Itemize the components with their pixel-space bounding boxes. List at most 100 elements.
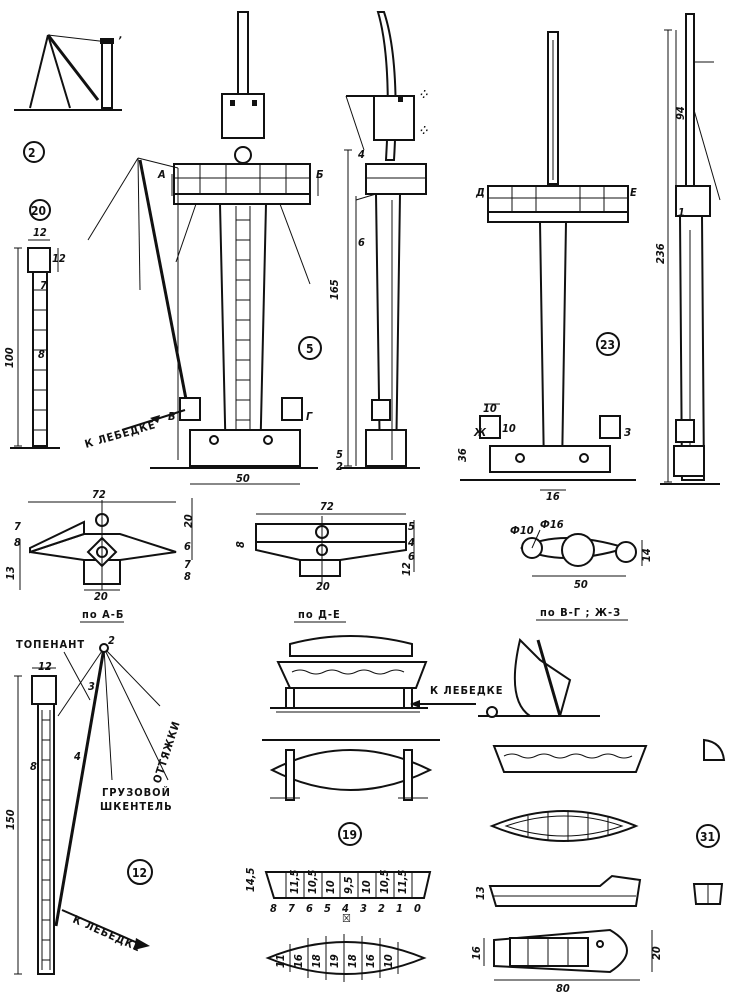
fig12-number: 12 — [132, 866, 147, 880]
boat-station-label-2: 10 — [324, 880, 337, 894]
section-vg-dim-phi16: Ф16 — [540, 518, 564, 531]
boat-station-label-6: 11,5 — [396, 869, 409, 894]
fig12-dim-2: 2 — [108, 634, 115, 647]
boat-plan-width-labels: 11 16 18 19 18 16 10 — [274, 954, 395, 968]
fig31-number: 31 — [700, 830, 715, 844]
fig23-dim-1: 1 — [678, 206, 685, 219]
section-ab-dim-7b: 7 — [184, 558, 191, 571]
fig20-number-circle — [29, 199, 51, 221]
section-vg-dim-phi10: Ф10 — [510, 524, 534, 537]
fig20-number: 20 — [31, 204, 46, 218]
fig12-to-winch: К ЛЕБЕДКЕ — [71, 913, 143, 955]
boat-station-label-0: 11,5 — [288, 869, 301, 894]
fig5-section-G: Г — [306, 410, 313, 423]
boat-plan-width-1: 16 — [292, 954, 305, 968]
boat-frame-label-7: 1 — [396, 902, 403, 915]
section-ab-caption: по А-Б — [82, 608, 124, 621]
boat-frame-label-4: 4 — [342, 902, 349, 915]
fig19-davit — [478, 638, 600, 718]
boat-plan-width-5: 16 — [364, 954, 377, 968]
fig5-section-A: А — [157, 168, 166, 181]
fig5-number: 5 — [306, 342, 314, 356]
section-ab-dim-7: 7 — [14, 520, 21, 533]
fig19-boat-on-chocks — [262, 635, 440, 801]
fig31-bow-section — [703, 738, 726, 761]
fig12-number-circle — [127, 859, 153, 885]
fig5-dim-5: 5 — [336, 448, 343, 461]
motorboat-plan — [483, 928, 653, 981]
fig20-dim-12-side: 12 — [52, 252, 66, 265]
svg-text:⁘: ⁘ — [420, 124, 428, 137]
fig5-dim-2: 2 — [336, 460, 343, 473]
boat-plan-width-3: 19 — [328, 954, 341, 968]
fig5-dim-50: 50 — [236, 472, 250, 485]
section-de-dim-8: 8 — [234, 541, 247, 548]
fig23-section-Z: З — [624, 426, 631, 439]
section-ab-dim-6: 6 — [184, 540, 191, 553]
boat-frame-label-5: 3 — [360, 902, 367, 915]
fig5-dim-4: 4 — [358, 148, 365, 161]
boat-frame-label-3: 5 — [324, 902, 331, 915]
fig23-mast-side — [660, 13, 721, 485]
fig20-dim-8: 8 — [38, 348, 45, 361]
boat-station-label-5: 10,5 — [378, 869, 391, 894]
fig12-dim-12: 12 — [38, 660, 52, 673]
fig20-mast-profile — [10, 239, 60, 449]
section-ab-drawing — [19, 498, 193, 591]
boat-plan-width-6: 10 — [382, 954, 395, 968]
boat-frame-label-8: 0 — [414, 902, 421, 915]
boat-plan-width-0: 11 — [274, 954, 287, 968]
fig12-cargo-pennant-2: ШКЕНТЕЛЬ — [100, 800, 173, 813]
boat-frame-label-2: 6 — [306, 902, 313, 915]
fig20-dim-7: 7 — [40, 279, 47, 292]
fig5-section-V: В — [168, 410, 176, 423]
section-vg-caption: по В-Г ; Ж-З — [540, 606, 621, 619]
motorboat-dim-16: 16 — [470, 946, 483, 960]
fig12-derrick — [14, 643, 169, 975]
fig5-number-circle — [298, 336, 322, 360]
fig19-to-winch: К ЛЕБЕДКЕ — [430, 684, 503, 697]
fig31-number-circle — [696, 824, 720, 848]
motorboat-side — [488, 874, 642, 907]
boat-plan-width-2: 18 — [310, 954, 323, 968]
fig23-dim-10-side: 10 — [502, 422, 516, 435]
section-vg-dim-50: 50 — [574, 578, 588, 591]
svg-text:⁘: ⁘ — [420, 88, 428, 101]
section-de-dim-20: 20 — [316, 580, 330, 593]
fig12-cargo-pennant-1: ГРУЗОВОЙ — [102, 786, 171, 799]
motorboat-dim-20: 20 — [650, 946, 663, 960]
fig23-dim-10: 10 — [483, 402, 497, 415]
section-ab-dim-72: 72 — [92, 488, 106, 501]
section-de-dim-12: 12 — [400, 562, 413, 576]
fig19-number: 19 — [342, 828, 357, 842]
boat-plan-width-4: 18 — [346, 954, 359, 968]
fig12-dim-3: 3 — [88, 680, 95, 693]
boat-station-label-3: 9,5 — [342, 876, 355, 894]
fig23-section-E: Е — [630, 186, 637, 199]
section-ab-dim-8: 8 — [14, 536, 21, 549]
fig2-derrick-sketch: ʼ — [14, 34, 122, 111]
fig12-ottyazhki-label: ОТТЯЖКИ — [150, 719, 182, 785]
boat-frame-label-6: 2 — [378, 902, 385, 915]
fig23-section-D: Д — [475, 186, 485, 199]
section-ab-dim-8b: 8 — [184, 570, 191, 583]
fig19-number-circle — [338, 822, 362, 846]
fig23-dim-36: 36 — [456, 448, 469, 462]
fig20-dim-12: 12 — [33, 226, 47, 239]
boat-frame-label-0: 8 — [270, 902, 277, 915]
boat-station-label-4: 10 — [360, 880, 373, 894]
section-de-dim-5: 5 — [408, 520, 415, 533]
fig23-mast-front — [460, 31, 636, 491]
fig19-boat-plan — [489, 810, 639, 842]
fig5-mast-front — [87, 11, 319, 485]
fig12-dim-4: 4 — [74, 750, 81, 763]
fig12-topenant-label: ТОПЕНАНТ — [16, 638, 85, 651]
section-vg-dim-14: 14 — [640, 548, 653, 562]
fig12-dim-150: 150 — [4, 809, 17, 830]
fig23-number: 23 — [600, 338, 615, 352]
fig12-dim-8: 8 — [30, 760, 37, 773]
boat-frame-label-1: 7 — [288, 902, 295, 915]
fig2-number: 2 — [28, 146, 36, 160]
